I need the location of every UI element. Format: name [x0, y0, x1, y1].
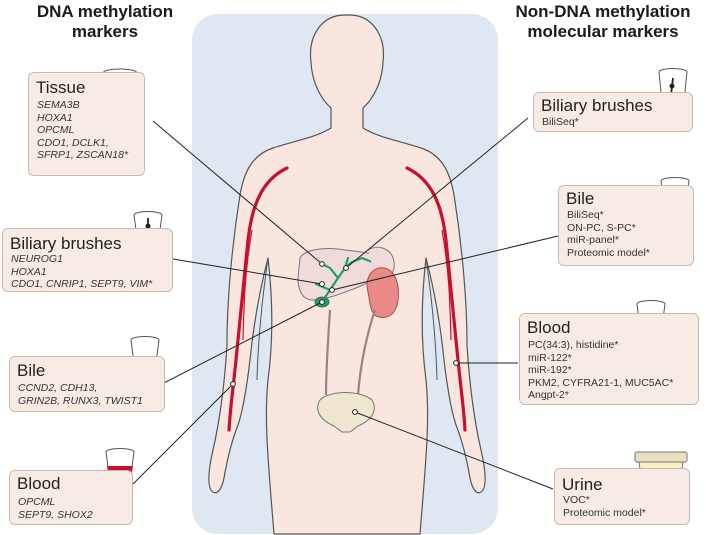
right-bile-marker: ON-PC, S-PC*	[567, 221, 636, 234]
right-heading-line-2: molecular markers	[527, 22, 679, 41]
left-arm-contour	[256, 257, 269, 381]
left-heading-line-1: DNA methylation	[36, 2, 174, 21]
bile-dna-box: Bile CCND2, CDH13, GRIN2B, RUNX3, TWIST1	[9, 356, 165, 412]
connector-endpoints	[230, 261, 459, 415]
connector-urine	[354, 411, 554, 490]
connector-left-blood	[132, 383, 234, 485]
urine-molecular-box: Urine VOC* Proteomic model*	[554, 468, 690, 525]
right-brushes-marker: BiliSeq*	[542, 116, 579, 128]
right-arm-contour	[425, 257, 438, 381]
left-blood-title: Blood	[17, 474, 61, 493]
tissue-dna-box: Tissue SEMA3B HOXA1 OPCML CDO1, DCLK1, S…	[28, 72, 145, 176]
connector-left-bile	[157, 301, 323, 387]
tissue-marker: SEMA3B	[37, 99, 80, 111]
connector-right-brushes	[345, 117, 529, 269]
tissue-marker: SFRP1, ZSCAN18*	[37, 149, 129, 162]
urine-markers: VOC* Proteomic model*	[563, 494, 646, 519]
bile-molecular-box: Bile BiliSeq* ON-PC, S-PC* miR-panel* Pr…	[558, 185, 694, 266]
left-brushes-marker: CDO1, CNRIP1, SEPT9, VIM*	[11, 278, 153, 291]
right-brushes-markers: BiliSeq*	[542, 116, 579, 129]
right-bile-marker: Proteomic model*	[567, 246, 650, 259]
arm-veins-thin	[242, 229, 452, 341]
right-brushes-title: Biliary brushes	[541, 96, 653, 115]
right-bile-marker: miR-panel*	[567, 234, 619, 247]
tissue-marker: HOXA1	[37, 111, 73, 124]
left-bile-marker: GRIN2B, RUNX3, TWIST1	[18, 394, 143, 407]
connector-lines	[132, 117, 559, 490]
left-blood-marker: OPCML	[18, 496, 56, 508]
right-heading: Non-DNA methylation molecular markers	[500, 2, 706, 42]
left-heading-line-2: markers	[71, 22, 139, 41]
right-blood-title: Blood	[527, 318, 571, 337]
biliary-brushes-molecular-box: Biliary brushes BiliSeq*	[533, 92, 693, 132]
tissue-title: Tissue	[36, 78, 86, 97]
connector-right-bile	[331, 235, 559, 291]
right-blood-marker: PKM2, CYFRA21-1, MUC5AC*	[528, 376, 674, 389]
left-blood-marker: SEPT9, SHOX2	[18, 508, 93, 521]
left-blood-markers: OPCML SEPT9, SHOX2	[18, 496, 93, 521]
right-blood-markers: PC(34:3), histidine* miR-122* miR-192* P…	[528, 339, 673, 402]
right-bile-marker: BiliSeq*	[567, 209, 604, 221]
right-blood-marker: miR-192*	[528, 364, 572, 377]
left-brushes-marker: HOXA1	[11, 265, 47, 278]
left-bile-markers: CCND2, CDH13, GRIN2B, RUNX3, TWIST1	[18, 382, 143, 407]
left-bile-title: Bile	[17, 361, 46, 380]
urine-marker: Proteomic model*	[563, 506, 646, 519]
tissue-marker: OPCML	[37, 124, 75, 137]
right-bile-markers: BiliSeq* ON-PC, S-PC* miR-panel* Proteom…	[567, 209, 650, 259]
bladder	[317, 392, 375, 433]
right-blood-marker: miR-122*	[528, 351, 572, 364]
ureters	[324, 309, 377, 396]
right-heading-line-1: Non-DNA methylation	[515, 2, 691, 21]
connector-tissue	[152, 120, 323, 265]
urine-marker: VOC*	[563, 494, 590, 506]
tissue-markers: SEMA3B HOXA1 OPCML CDO1, DCLK1, SFRP1, Z…	[37, 99, 128, 162]
biliary-brushes-dna-box: Biliary brushes NEUROG1 HOXA1 CDO1, CNRI…	[2, 228, 173, 292]
left-heading: DNA methylation markers	[0, 2, 210, 42]
right-bile-title: Bile	[566, 189, 595, 208]
connector-left-brushes	[172, 258, 323, 285]
blood-molecular-box: Blood PC(34:3), histidine* miR-122* miR-…	[519, 313, 699, 405]
left-brushes-title: Biliary brushes	[10, 234, 122, 253]
tissue-marker: CDO1, DCLK1,	[37, 136, 109, 149]
right-blood-marker: Angpt-2*	[528, 389, 569, 402]
urine-title: Urine	[562, 475, 603, 494]
left-brushes-markers: NEUROG1 HOXA1 CDO1, CNRIP1, SEPT9, VIM*	[11, 253, 152, 291]
blood-dna-box: Blood OPCML SEPT9, SHOX2	[9, 470, 133, 525]
left-brushes-marker: NEUROG1	[11, 253, 63, 265]
right-blood-marker: PC(34:3), histidine*	[528, 339, 619, 351]
left-bile-marker: CCND2, CDH13,	[18, 382, 98, 394]
